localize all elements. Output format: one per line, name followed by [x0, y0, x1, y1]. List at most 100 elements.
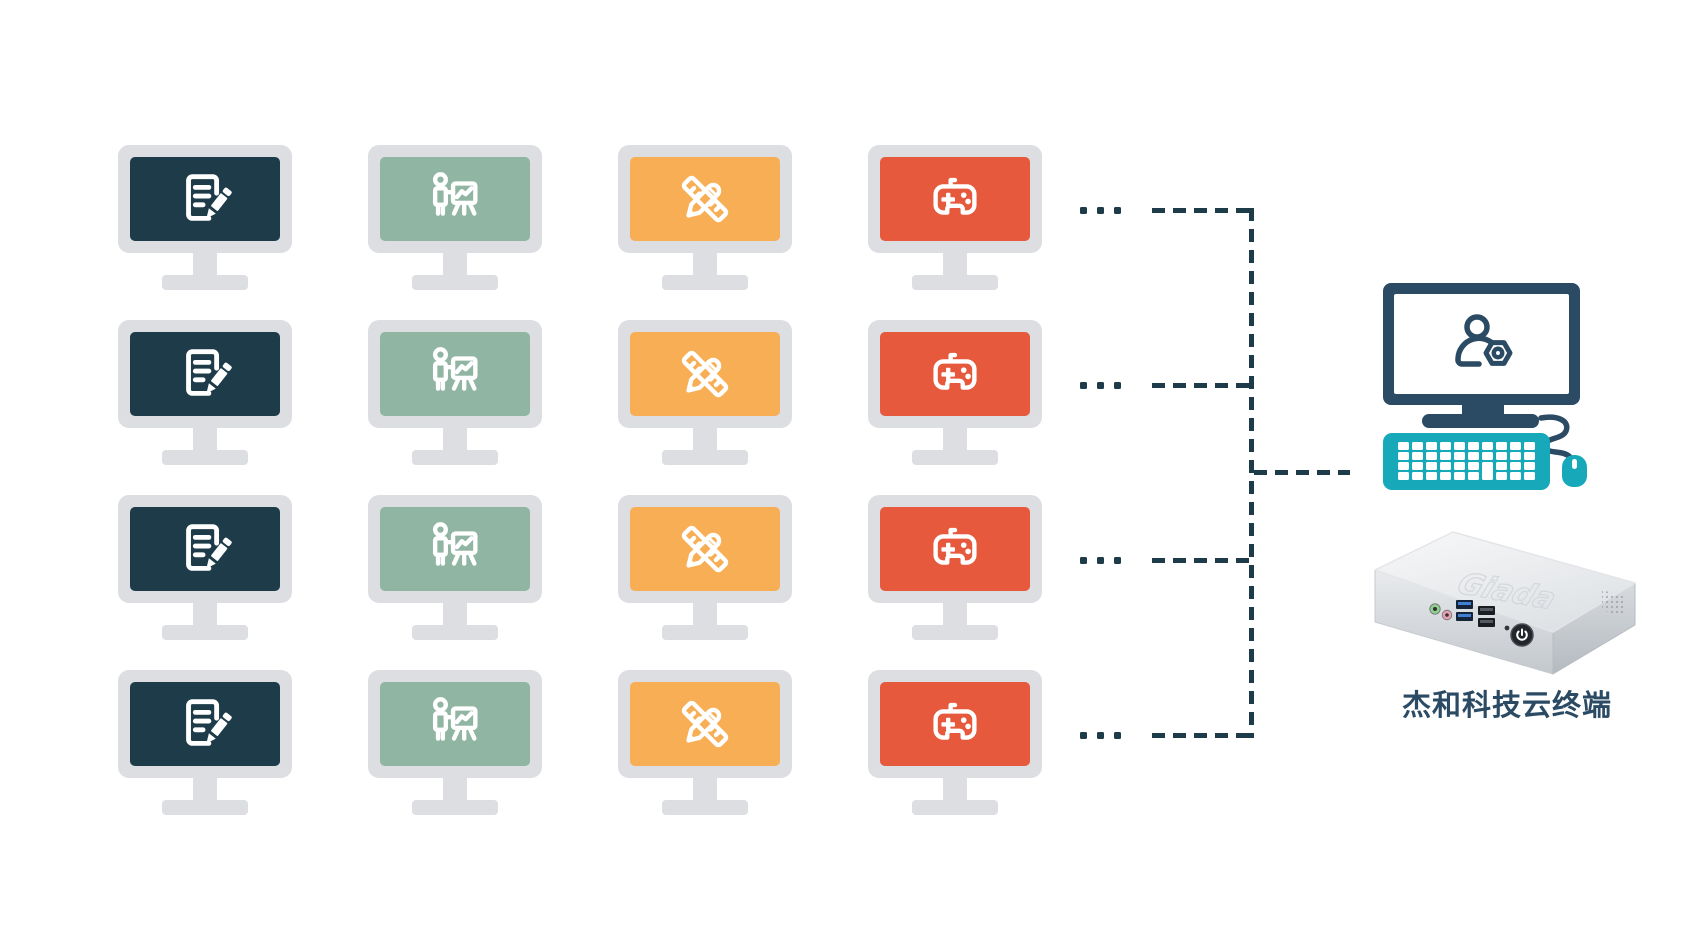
monitor-stand-base: [912, 275, 998, 290]
power-button: [1510, 623, 1534, 647]
keyboard-key: [1496, 462, 1507, 470]
keyboard-key: [1524, 442, 1535, 450]
row-ellipsis-dot: [1097, 731, 1104, 739]
monitor-stand-neck: [693, 428, 717, 450]
monitor-stand-neck: [443, 603, 467, 625]
monitor-stand-base: [662, 800, 748, 815]
keyboard-key: [1426, 452, 1437, 460]
monitor-bezel: [118, 320, 292, 428]
row-ellipsis-dot: [1097, 381, 1104, 389]
ruler-pencil-icon: [681, 700, 729, 748]
client-monitor-document-row2: [118, 320, 292, 465]
row-ellipsis-dot: [1080, 556, 1087, 564]
client-monitor-gaming-row1: [868, 145, 1042, 290]
usb3-ports: [1456, 600, 1473, 621]
monitor-screen: [630, 682, 780, 766]
presentation-chart-icon: [432, 697, 478, 741]
front-ports: [1429, 600, 1534, 647]
monitor-stand-neck: [943, 428, 967, 450]
keyboard-key: [1468, 472, 1479, 480]
keyboard-key: [1482, 442, 1493, 450]
keyboard-key: [1398, 462, 1409, 470]
presentation-chart-icon: [432, 347, 478, 391]
monitor-stand-base: [662, 625, 748, 640]
keyboard-key: [1482, 462, 1493, 480]
vent-grille: [1602, 590, 1626, 617]
monitor-stand-neck: [443, 778, 467, 800]
client-monitor-design-row2: [618, 320, 792, 465]
monitor-stand-base: [412, 450, 498, 465]
keyboard-key: [1426, 472, 1437, 480]
ruler-pencil-icon: [681, 175, 729, 223]
monitor-stand-neck: [943, 253, 967, 275]
cloud-terminal-device: Giada: [1374, 531, 1636, 675]
usb2-ports: [1478, 606, 1495, 627]
monitor-bezel: [368, 670, 542, 778]
client-monitor-document-row1: [118, 145, 292, 290]
row-ellipsis-dot: [1114, 556, 1121, 564]
monitor-screen: [880, 682, 1030, 766]
row-ellipsis-dot: [1114, 381, 1121, 389]
monitor-screen: [380, 507, 530, 591]
user-settings-icon: [1454, 314, 1512, 367]
admin-monitor-neck: [1462, 402, 1504, 416]
monitor-screen: [130, 157, 280, 241]
trunk-dashed-line: [1254, 470, 1350, 475]
row-ellipsis-dot: [1080, 731, 1087, 739]
document-edit-icon: [186, 524, 232, 571]
monitor-bezel: [868, 320, 1042, 428]
monitor-bezel: [868, 145, 1042, 253]
keyboard-key: [1398, 442, 1409, 450]
keyboard-key: [1496, 452, 1507, 460]
gamepad-icon: [933, 702, 977, 740]
monitor-stand-base: [662, 450, 748, 465]
row-ellipsis-dot: [1097, 556, 1104, 564]
row-dashed-line: [1152, 382, 1252, 388]
monitor-screen: [130, 507, 280, 591]
client-monitor-document-row3: [118, 495, 292, 640]
client-monitor-presentation-row4: [368, 670, 542, 815]
monitor-screen: [130, 682, 280, 766]
keyboard-key: [1482, 452, 1493, 460]
monitor-bezel: [368, 320, 542, 428]
monitor-bezel: [618, 495, 792, 603]
client-monitor-design-row1: [618, 145, 792, 290]
keyboard-key: [1440, 472, 1451, 480]
monitor-stand-neck: [943, 603, 967, 625]
ruler-pencil-icon: [681, 525, 729, 573]
monitor-screen: [130, 332, 280, 416]
monitor-stand-neck: [943, 778, 967, 800]
reset-hole: [1504, 625, 1510, 631]
gamepad-icon: [933, 527, 977, 565]
monitor-bezel: [118, 145, 292, 253]
monitor-stand-base: [912, 800, 998, 815]
monitor-bezel: [118, 670, 292, 778]
keyboard-key: [1524, 472, 1535, 480]
keyboard-key: [1524, 452, 1535, 460]
row-ellipsis-dot: [1114, 206, 1121, 214]
monitor-screen: [630, 507, 780, 591]
row-ellipsis-dot: [1080, 381, 1087, 389]
monitor-stand-neck: [193, 603, 217, 625]
monitor-stand-base: [162, 800, 248, 815]
monitor-bezel: [868, 670, 1042, 778]
monitor-screen: [380, 157, 530, 241]
keyboard: [1383, 433, 1550, 490]
monitor-bezel: [368, 145, 542, 253]
monitor-stand-neck: [693, 253, 717, 275]
monitor-screen: [880, 157, 1030, 241]
keyboard-key: [1454, 472, 1465, 480]
client-monitor-gaming-row3: [868, 495, 1042, 640]
keyboard-key: [1398, 452, 1409, 460]
mouse: [1562, 455, 1587, 487]
keyboard-key: [1426, 462, 1437, 470]
admin-monitor: [1383, 283, 1580, 405]
monitor-screen: [880, 332, 1030, 416]
monitor-stand-neck: [693, 603, 717, 625]
monitor-screen: [380, 682, 530, 766]
monitor-stand-neck: [443, 428, 467, 450]
keyboard-key: [1510, 462, 1521, 470]
mouse-wheel: [1572, 459, 1577, 469]
monitor-stand-base: [412, 275, 498, 290]
keyboard-key: [1412, 452, 1423, 460]
